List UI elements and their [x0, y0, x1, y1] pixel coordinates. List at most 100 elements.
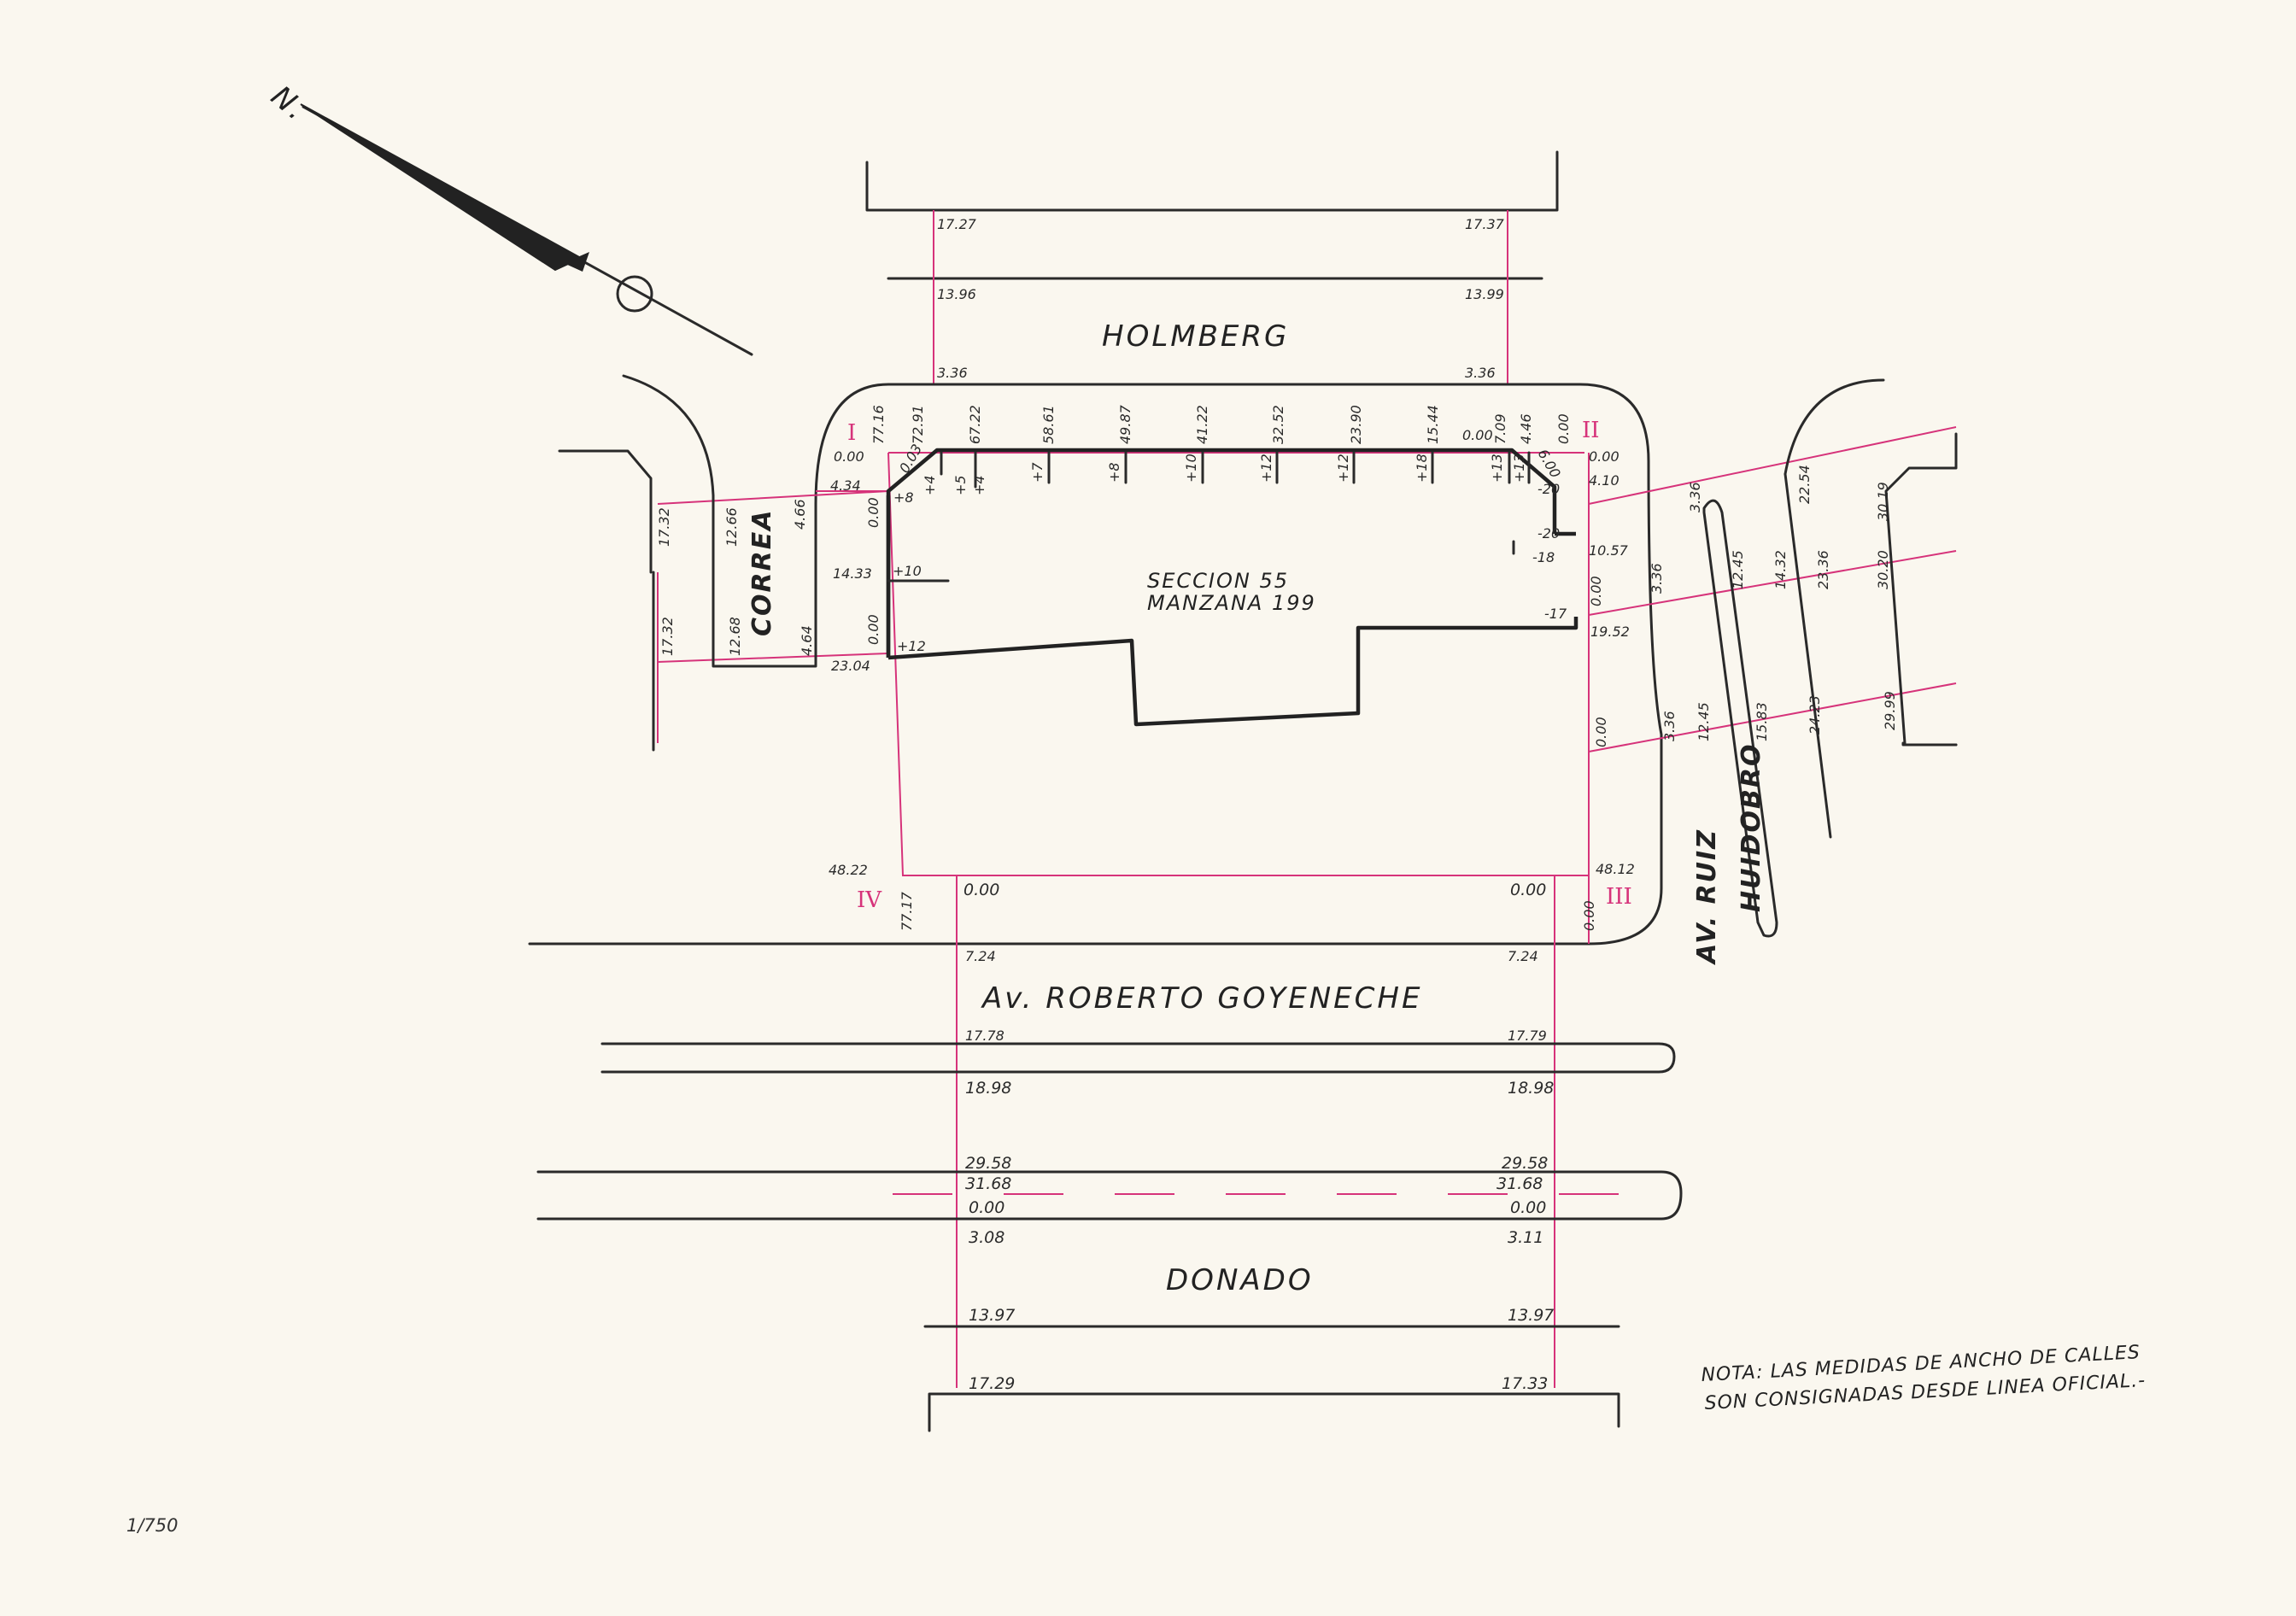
- block-number-label: MANZANA 199: [1147, 591, 1316, 615]
- level: +4: [922, 475, 938, 495]
- corner-label-ii: II: [1582, 418, 1600, 443]
- measure: 4.66: [792, 499, 808, 530]
- measure: 58.61: [1040, 405, 1057, 444]
- corner-label-iv: IV: [857, 887, 882, 913]
- measure: 23.36: [1815, 550, 1831, 589]
- street-name-ruiz-av: AV. RUIZ: [1692, 828, 1722, 965]
- measure: 13.97: [969, 1306, 1015, 1325]
- measure: 7.24: [1508, 948, 1538, 964]
- measure: 15.83: [1754, 702, 1770, 741]
- correa-street: CORREA 17.32 12.66 4.66 17.32 12.68 4.64: [558, 374, 817, 752]
- measure: 17.37: [1465, 216, 1505, 232]
- level: -18: [1532, 549, 1555, 565]
- measure: 12.66: [723, 507, 740, 547]
- top-offsets: 77.16 72.91 67.22 58.61 49.87 41.22 32.5…: [870, 404, 1572, 444]
- measure: 12.45: [1696, 702, 1712, 741]
- level: +13: [1489, 454, 1505, 483]
- level: +10: [893, 563, 922, 579]
- measure: 14.33: [833, 565, 872, 582]
- measure: 3.11: [1508, 1228, 1543, 1247]
- measure: 23.90: [1348, 405, 1364, 444]
- measure: 0.00: [1510, 1198, 1546, 1217]
- measure: 3.36: [1661, 711, 1678, 741]
- measure: 15.44: [1425, 405, 1441, 444]
- level: -20: [1538, 481, 1560, 497]
- scale-label: 1/750: [126, 1515, 179, 1536]
- measure: 7.09: [1492, 413, 1508, 444]
- measure: 48.22: [829, 862, 868, 878]
- measure: 17.27: [937, 216, 977, 232]
- measure: 77.17: [899, 891, 915, 931]
- measure: 12.45: [1730, 550, 1746, 589]
- corner-label-i: I: [847, 420, 856, 446]
- measure: 23.04: [831, 658, 870, 674]
- measure: 3.36: [1687, 482, 1703, 512]
- measure: 29.99: [1882, 691, 1898, 730]
- street-name-correa: CORREA: [747, 509, 777, 636]
- corner-label-iii: III: [1606, 884, 1632, 910]
- measure: 29.58: [965, 1154, 1011, 1173]
- measure: 7.24: [965, 948, 996, 964]
- measure: 3.36: [1465, 365, 1496, 381]
- street-name-huidobro: HUIDOBRO: [1737, 742, 1766, 912]
- measure: 18.98: [1508, 1079, 1554, 1098]
- measure: 30.20: [1875, 550, 1891, 589]
- measure: 17.32: [659, 617, 676, 656]
- top-levels: +4 +5 +4 +7 +8 +10 +12 +12 +18 +13 +13: [922, 454, 1527, 495]
- measure: 0.00: [1555, 413, 1572, 444]
- measure: 72.91: [910, 405, 926, 444]
- section-label: SECCION 55: [1147, 569, 1289, 593]
- measure: 0.00: [1593, 717, 1609, 747]
- measure: 4.34: [830, 477, 861, 494]
- measure: 4.10: [1589, 472, 1620, 489]
- level: +18: [1414, 454, 1430, 483]
- street-name-goyeneche: Av. ROBERTO GOYENECHE: [981, 981, 1422, 1016]
- block-curb: [528, 383, 1663, 946]
- measure: 0.00: [1589, 448, 1620, 465]
- measure: 17.78: [965, 1028, 1004, 1044]
- measure: 3.08: [969, 1228, 1004, 1247]
- measure: 0.00: [964, 881, 999, 899]
- street-name-donado: DONADO: [1166, 1263, 1314, 1297]
- measure: 67.22: [967, 405, 983, 444]
- measure: 22.54: [1796, 465, 1813, 504]
- ruiz-huidobro-street: HUIDOBRO AV. RUIZ 3.36 3.36 12.45 14.32 …: [1649, 378, 1958, 965]
- goyeneche-avenue: Av. ROBERTO GOYENECHE 7.24 7.24 17.78 17…: [536, 948, 1683, 1221]
- street-name-holmberg: HOLMBERG: [1102, 319, 1289, 354]
- measure: 29.58: [1502, 1154, 1548, 1173]
- measure: 13.99: [1465, 286, 1504, 302]
- measure: 0.00: [1462, 427, 1493, 443]
- level: +12: [897, 638, 926, 654]
- level: +10: [1183, 454, 1199, 483]
- measure: 30.19: [1875, 482, 1891, 521]
- measure: 31.68: [965, 1174, 1011, 1193]
- measure: 13.97: [1508, 1306, 1554, 1325]
- measure: 0.03: [896, 442, 925, 476]
- donado-street: DONADO 3.08 3.11 13.97 13.97 17.29 17.33: [923, 1228, 1620, 1432]
- measure: 31.68: [1496, 1174, 1543, 1193]
- measure: 4.64: [799, 625, 815, 656]
- level: +13: [1511, 454, 1527, 483]
- measure: 17.32: [656, 507, 672, 547]
- measure: 17.79: [1508, 1028, 1547, 1044]
- measure: 49.87: [1117, 404, 1133, 444]
- level: +4: [971, 475, 987, 495]
- measure: 0.00: [865, 497, 882, 528]
- measure: 0.00: [969, 1198, 1004, 1217]
- measure: 0.00: [1588, 576, 1604, 606]
- left-side: 0.00 14.33 +10 0.00 +12 23.04: [831, 497, 950, 674]
- plot-lines: [657, 426, 1957, 1388]
- measure: 13.96: [937, 286, 976, 302]
- measure: 18.98: [965, 1079, 1011, 1098]
- corners-bottom: 48.22 IV 77.17 48.12 III 0.00 0.00 0.00: [829, 861, 1635, 931]
- measure: 14.32: [1772, 550, 1789, 589]
- measure: 0.00: [1581, 900, 1597, 931]
- measure: 12.68: [727, 617, 743, 656]
- level: +7: [1029, 462, 1046, 483]
- holmberg-street: HOLMBERG 17.27 17.37 13.96 13.99 3.36 3.…: [865, 150, 1559, 384]
- measure: 17.29: [969, 1374, 1015, 1393]
- level: +12: [1258, 454, 1274, 483]
- block-label: SECCION 55 MANZANA 199: [1147, 569, 1316, 615]
- level-ticks: [940, 451, 1531, 489]
